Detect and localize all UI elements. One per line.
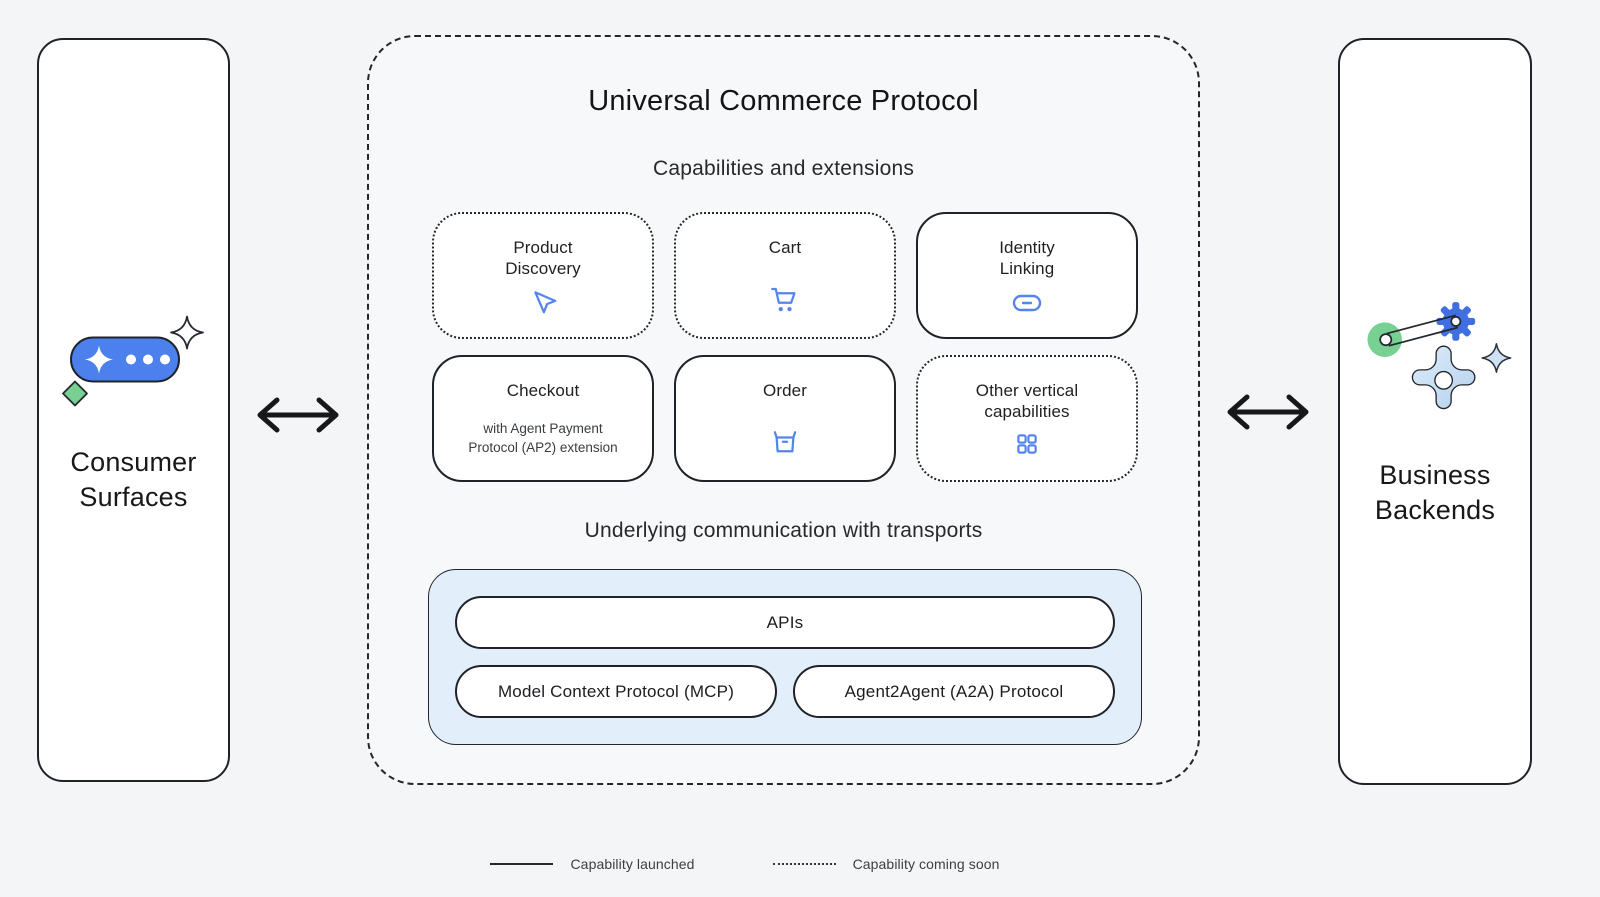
capabilities-heading: Capabilities and extensions <box>652 157 915 180</box>
capability-title: Product Discovery <box>505 238 581 278</box>
transport-container: APIs Model Context Protocol (MCP) Agent2… <box>428 569 1142 745</box>
consumer-surfaces-panel: Consumer Surfaces <box>37 38 230 782</box>
order-box-icon <box>770 428 800 458</box>
right-double-arrow-icon <box>1227 394 1309 430</box>
capability-product-discovery: Product Discovery <box>432 212 654 339</box>
capability-subtitle: with Agent Payment Protocol (AP2) extens… <box>468 421 618 456</box>
legend-item-launched: Capability launched <box>490 856 694 872</box>
legend-launched-label: Capability launched <box>570 856 695 872</box>
ucp-title: Universal Commerce Protocol <box>588 85 979 117</box>
legend-item-coming-soon: Capability coming soon <box>772 856 1000 872</box>
gears-sparkle-icon <box>1366 302 1511 410</box>
transport-mcp: Model Context Protocol (MCP) <box>455 665 777 718</box>
transport-apis: APIs <box>455 596 1115 649</box>
link-icon <box>1010 291 1044 315</box>
capability-title: Order <box>763 381 807 400</box>
business-backends-panel: Business Backends <box>1338 38 1532 785</box>
capability-title: Cart <box>768 238 802 257</box>
chat-pill-sparkle-icon <box>61 315 204 407</box>
solid-line-icon <box>490 863 554 865</box>
grid-icon <box>1013 430 1041 458</box>
capability-title: Checkout <box>506 381 580 400</box>
transport-heading: Underlying communication with transports <box>584 519 983 542</box>
cart-icon <box>770 285 800 315</box>
capability-identity-linking: Identity Linking <box>916 212 1138 339</box>
consumer-surfaces-illustration <box>59 306 209 419</box>
consumer-surfaces-label: Consumer Surfaces <box>70 446 197 512</box>
capability-order: Order <box>674 355 896 482</box>
ucp-container: Universal Commerce Protocol Capabilities… <box>367 35 1200 785</box>
transport-a2a: Agent2Agent (A2A) Protocol <box>793 665 1115 718</box>
capability-cart: Cart <box>674 212 896 339</box>
business-backends-illustration <box>1353 295 1518 432</box>
capability-title: Identity Linking <box>999 238 1055 278</box>
capability-checkout: Checkout with Agent Payment Protocol (AP… <box>432 355 654 482</box>
send-icon <box>528 285 558 315</box>
legend-coming-soon-label: Capability coming soon <box>852 856 1000 872</box>
capability-other-vertical: Other vertical capabilities <box>916 355 1138 482</box>
left-double-arrow-icon <box>257 397 339 433</box>
transport-row: Model Context Protocol (MCP) Agent2Agent… <box>455 665 1115 718</box>
dotted-line-icon <box>772 863 836 865</box>
capability-title: Other vertical capabilities <box>975 381 1079 421</box>
legend: Capability launched Capability coming so… <box>0 856 1490 872</box>
business-backends-label: Business Backends <box>1374 460 1496 525</box>
capabilities-grid: Product Discovery Cart <box>432 212 1138 482</box>
